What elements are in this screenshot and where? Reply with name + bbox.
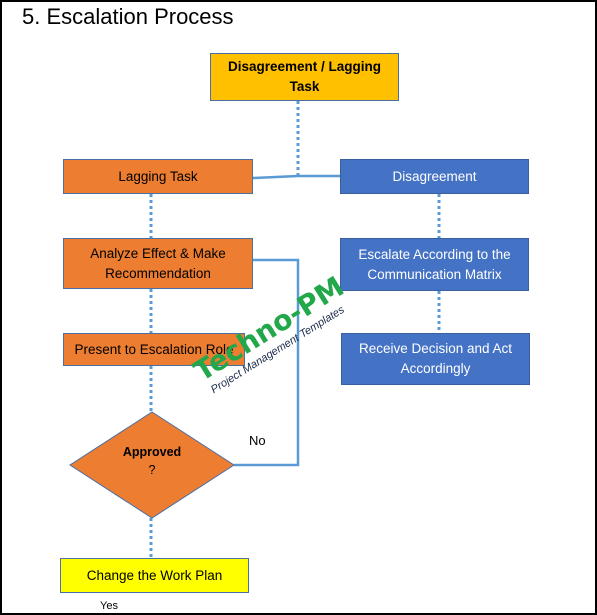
disagreement-box: Disagreement xyxy=(340,159,529,194)
escalate-label: Escalate According to the Communication … xyxy=(358,246,511,282)
connector-lagging-to-disagreement xyxy=(252,174,340,180)
start-label: Disagreement / Lagging Task xyxy=(227,59,382,94)
disagreement-label: Disagreement xyxy=(392,168,477,184)
change-plan-label: Change the Work Plan xyxy=(86,567,223,583)
approved-diamond xyxy=(69,411,235,519)
present-box: Present to Escalation Role xyxy=(63,333,245,366)
escalate-box: Escalate According to the Communication … xyxy=(340,238,529,291)
lagging-task-label: Lagging Task xyxy=(118,168,198,184)
change-plan-box: Change the Work Plan xyxy=(60,558,249,593)
receive-label: Receive Decision and Act Accordingly xyxy=(358,341,513,376)
approved-text: Approved ? xyxy=(102,443,202,479)
lagging-task-box: Lagging Task xyxy=(63,159,253,194)
start-box: Disagreement / Lagging Task xyxy=(210,53,399,101)
analyze-label: Analyze Effect & Make Recommendation xyxy=(90,245,226,281)
approved-label: Approved xyxy=(122,445,182,459)
no-label: No xyxy=(249,433,266,448)
page-title: 5. Escalation Process xyxy=(22,4,234,29)
analyze-box: Analyze Effect & Make Recommendation xyxy=(63,238,253,289)
yes-label: Yes xyxy=(100,600,118,612)
approved-question: ? xyxy=(148,463,156,477)
receive-box: Receive Decision and Act Accordingly xyxy=(341,333,530,385)
present-label: Present to Escalation Role xyxy=(74,341,234,357)
connector-no-loop xyxy=(234,258,300,467)
